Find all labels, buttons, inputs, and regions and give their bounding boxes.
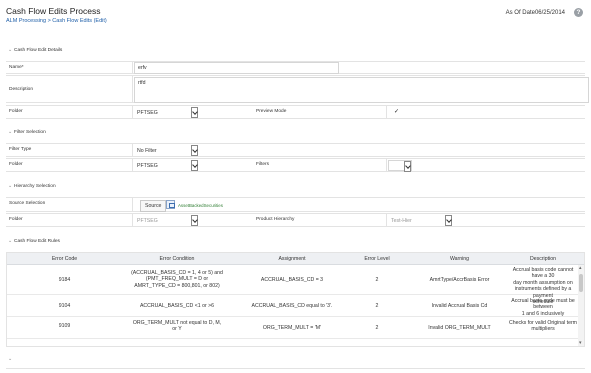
chevron-down-icon[interactable] bbox=[445, 215, 452, 226]
rules-grid: Error Code Error Condition Assignment Er… bbox=[6, 252, 585, 347]
hierarchy-folder-select[interactable]: PFTSEG bbox=[134, 215, 198, 226]
filter-type-select[interactable]: No Filter bbox=[134, 145, 198, 156]
column-header[interactable]: Error Level bbox=[364, 256, 390, 262]
scrollbar-thumb[interactable] bbox=[579, 274, 583, 292]
folder-label: Folder bbox=[9, 162, 23, 167]
source-browse-icon[interactable] bbox=[166, 200, 175, 209]
grid-header: Error Code Error Condition Assignment Er… bbox=[7, 253, 584, 265]
breadcrumb[interactable]: ALM Processing > Cash Flow Edits (Edit) bbox=[6, 18, 107, 24]
source-link[interactable]: AssetBackedSecurities bbox=[178, 203, 223, 208]
error-code-cell: 9104 bbox=[58, 303, 71, 309]
column-header[interactable]: Error Code bbox=[51, 256, 78, 262]
scroll-up-icon[interactable]: ▴ bbox=[579, 265, 582, 271]
error-condition-cell: ACCRUAL_BASIS_CD <1 or >6 bbox=[139, 303, 215, 309]
section-toggle-hierarchy[interactable]: ⌄Hierarchy Selection bbox=[8, 184, 56, 189]
product-hierarchy-value: Test-Hier bbox=[391, 218, 412, 224]
error-level-cell: 2 bbox=[375, 325, 379, 331]
column-header[interactable]: Assignment bbox=[278, 256, 306, 262]
source-selection-row: Source Selection Source AssetBackedSecur… bbox=[6, 197, 585, 212]
section-title-filter: Filter Selection bbox=[14, 130, 46, 135]
folder-row-details: Folder PFTSEG Preview Mode ✓ bbox=[6, 105, 585, 119]
chevron-down-icon[interactable] bbox=[191, 145, 198, 156]
table-row[interactable]: 9104 ACCRUAL_BASIS_CD <1 or >6 ACCRUAL_B… bbox=[7, 295, 578, 317]
name-input[interactable]: erfv bbox=[134, 62, 339, 74]
description-textarea[interactable]: rtfd bbox=[134, 77, 589, 103]
warning-cell: AmrtType/AccrBasis Error bbox=[429, 277, 490, 283]
section-toggle-filter[interactable]: ⌄Filter Selection bbox=[8, 130, 46, 135]
folder-row-filter: Folder PFTSEG Filters bbox=[6, 158, 585, 172]
error-condition-cell: ORG_TERM_MULT not equal to D, M,or Y bbox=[132, 320, 222, 333]
hierarchy-folder-value: PFTSEG bbox=[137, 218, 158, 224]
column-header[interactable]: Description bbox=[530, 256, 556, 262]
assignment-cell: ORG_TERM_MULT = 'M' bbox=[262, 325, 322, 331]
folder-select[interactable]: PFTSEG bbox=[134, 107, 198, 118]
warning-cell: Invalid ORG_TERM_MULT bbox=[428, 325, 491, 331]
filter-type-label: Filter Type bbox=[9, 147, 32, 152]
scroll-down-icon[interactable]: ▾ bbox=[579, 340, 582, 346]
description-row: Description rtfd bbox=[6, 75, 589, 103]
as-of-date: As Of Date06/25/2014 bbox=[505, 10, 565, 16]
assignment-cell: ACCRUAL_BASIS_CD = 3 bbox=[260, 277, 324, 283]
section-title-rules: Cash Flow Edit Rules bbox=[14, 239, 60, 244]
chevron-down-icon[interactable] bbox=[404, 161, 411, 172]
collapse-icon[interactable]: ⌄ bbox=[8, 48, 13, 53]
table-row[interactable]: 9184 (ACCRUAL_BASIS_CD = 1, 4 or 5) and(… bbox=[7, 265, 578, 305]
assignment-cell: ACCRUAL_BASIS_CD equal to '3'. bbox=[251, 303, 333, 309]
collapse-icon[interactable]: ⌄ bbox=[8, 130, 13, 135]
section-toggle-rules[interactable]: ⌄Cash Flow Edit Rules bbox=[8, 239, 60, 244]
section-title-hierarchy: Hierarchy Selection bbox=[14, 184, 56, 189]
page-title: Cash Flow Edits Process bbox=[6, 6, 101, 16]
source-selection-label: Source Selection bbox=[9, 201, 46, 206]
help-icon[interactable]: ? bbox=[574, 8, 583, 17]
folder-row-hierarchy: Folder PFTSEG Product Hierarchy Test-Hie… bbox=[6, 213, 585, 227]
filters-select[interactable] bbox=[388, 160, 412, 172]
preview-mode-checkbox[interactable]: ✓ bbox=[394, 109, 400, 115]
error-condition-cell: (ACCRUAL_BASIS_CD = 1, 4 or 5) and(PMT_F… bbox=[131, 270, 223, 289]
footer-divider bbox=[6, 368, 585, 369]
error-level-cell: 2 bbox=[375, 277, 379, 283]
warning-cell: Invalid Accrual Basis Cd bbox=[431, 303, 488, 309]
name-label: Name* bbox=[9, 65, 24, 70]
folder-label: Folder bbox=[9, 217, 23, 222]
collapse-icon[interactable]: ⌄ bbox=[8, 184, 13, 189]
description-label: Description bbox=[9, 87, 33, 92]
footer-collapse-icon[interactable]: ⌄ bbox=[8, 356, 13, 362]
filter-folder-select[interactable]: PFTSEG bbox=[134, 160, 198, 171]
grid-scrollbar[interactable]: ▴ ▾ bbox=[578, 265, 584, 346]
product-hierarchy-label: Product Hierarchy bbox=[256, 217, 295, 222]
product-hierarchy-select[interactable]: Test-Hier bbox=[388, 215, 452, 226]
folder-select-value: PFTSEG bbox=[137, 110, 158, 116]
chevron-down-icon[interactable] bbox=[191, 107, 198, 118]
column-header[interactable]: Warning bbox=[449, 256, 470, 262]
table-row[interactable]: 9109 ORG_TERM_MULT not equal to D, M,or … bbox=[7, 317, 578, 339]
error-code-cell: 9184 bbox=[58, 277, 71, 283]
filter-folder-value: PFTSEG bbox=[137, 163, 158, 169]
filters-label: Filters bbox=[256, 162, 270, 167]
error-level-cell: 2 bbox=[375, 303, 379, 309]
error-code-cell: 9109 bbox=[58, 323, 71, 329]
folder-label: Folder bbox=[9, 109, 23, 114]
section-title-details: Cash Flow Edit Details bbox=[14, 48, 63, 53]
page-header: Cash Flow Edits Process ALM Processing >… bbox=[6, 6, 107, 24]
chevron-down-icon[interactable] bbox=[191, 215, 198, 226]
collapse-icon[interactable]: ⌄ bbox=[8, 239, 13, 244]
source-button[interactable]: Source bbox=[140, 200, 167, 212]
preview-mode-label: Preview Mode bbox=[256, 109, 287, 114]
chevron-down-icon[interactable] bbox=[191, 160, 198, 171]
name-row: Name* erfv bbox=[6, 61, 585, 74]
filter-type-row: Filter Type No Filter bbox=[6, 143, 585, 157]
column-header[interactable]: Error Condition bbox=[159, 256, 195, 262]
section-toggle-details[interactable]: ⌄Cash Flow Edit Details bbox=[8, 48, 62, 53]
filter-type-value: No Filter bbox=[137, 148, 157, 154]
